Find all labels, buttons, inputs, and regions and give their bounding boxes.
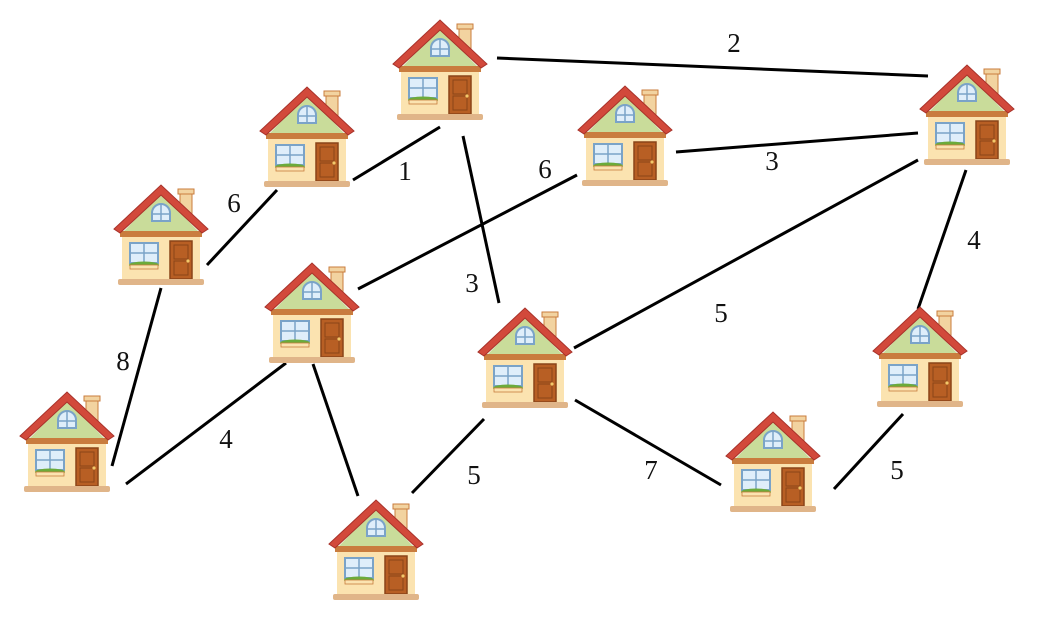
- edge-I-K: [574, 398, 722, 487]
- edge-weight-label: 5: [890, 455, 904, 485]
- edge-A-B: [110, 287, 163, 467]
- edge-E-J: [916, 169, 968, 310]
- edge-weight-label: 1: [398, 156, 412, 186]
- houses-layer: [19, 19, 1015, 600]
- house-icon: [577, 85, 673, 186]
- house-icon: [19, 391, 115, 492]
- edge-G-E: [496, 56, 929, 78]
- house-icon: [725, 411, 821, 512]
- house-icon: [919, 64, 1015, 165]
- edges-layer: [110, 56, 968, 497]
- edge-B-C: [205, 188, 279, 267]
- edge-weight-label: 2: [727, 28, 741, 58]
- house-icon: [113, 184, 209, 285]
- edge-weight-label: 6: [227, 188, 241, 218]
- edge-A-H: [125, 361, 287, 486]
- edge-L-I: [410, 417, 486, 495]
- edge-G-I: [461, 135, 501, 304]
- edge-weight-label: 5: [467, 460, 481, 490]
- edge-weight-label: 4: [967, 225, 981, 255]
- edge-K-J: [832, 412, 905, 491]
- edge-weight-label: 8: [116, 346, 130, 376]
- edge-C-G: [352, 125, 441, 182]
- edge-weight-label: 6: [538, 154, 552, 184]
- edge-H-F: [357, 173, 578, 291]
- edge-weight-label: 3: [765, 146, 779, 176]
- house-icon: [872, 306, 968, 407]
- edge-weight-label: 3: [465, 268, 479, 298]
- edge-H-L: [311, 363, 360, 497]
- house-icon: [264, 262, 360, 363]
- edge-labels-layer: 2 1 6 3 6 3 5 4 8 4 5 7 5: [116, 28, 981, 490]
- edge-I-E: [573, 158, 919, 350]
- edge-weight-label: 4: [219, 424, 233, 454]
- house-icon: [328, 499, 424, 600]
- house-icon: [259, 86, 355, 187]
- edge-F-E: [675, 131, 919, 154]
- edge-weight-label: 5: [714, 298, 728, 328]
- house-icon: [392, 19, 488, 120]
- house-icon: [477, 307, 573, 408]
- edge-weight-label: 7: [644, 455, 658, 485]
